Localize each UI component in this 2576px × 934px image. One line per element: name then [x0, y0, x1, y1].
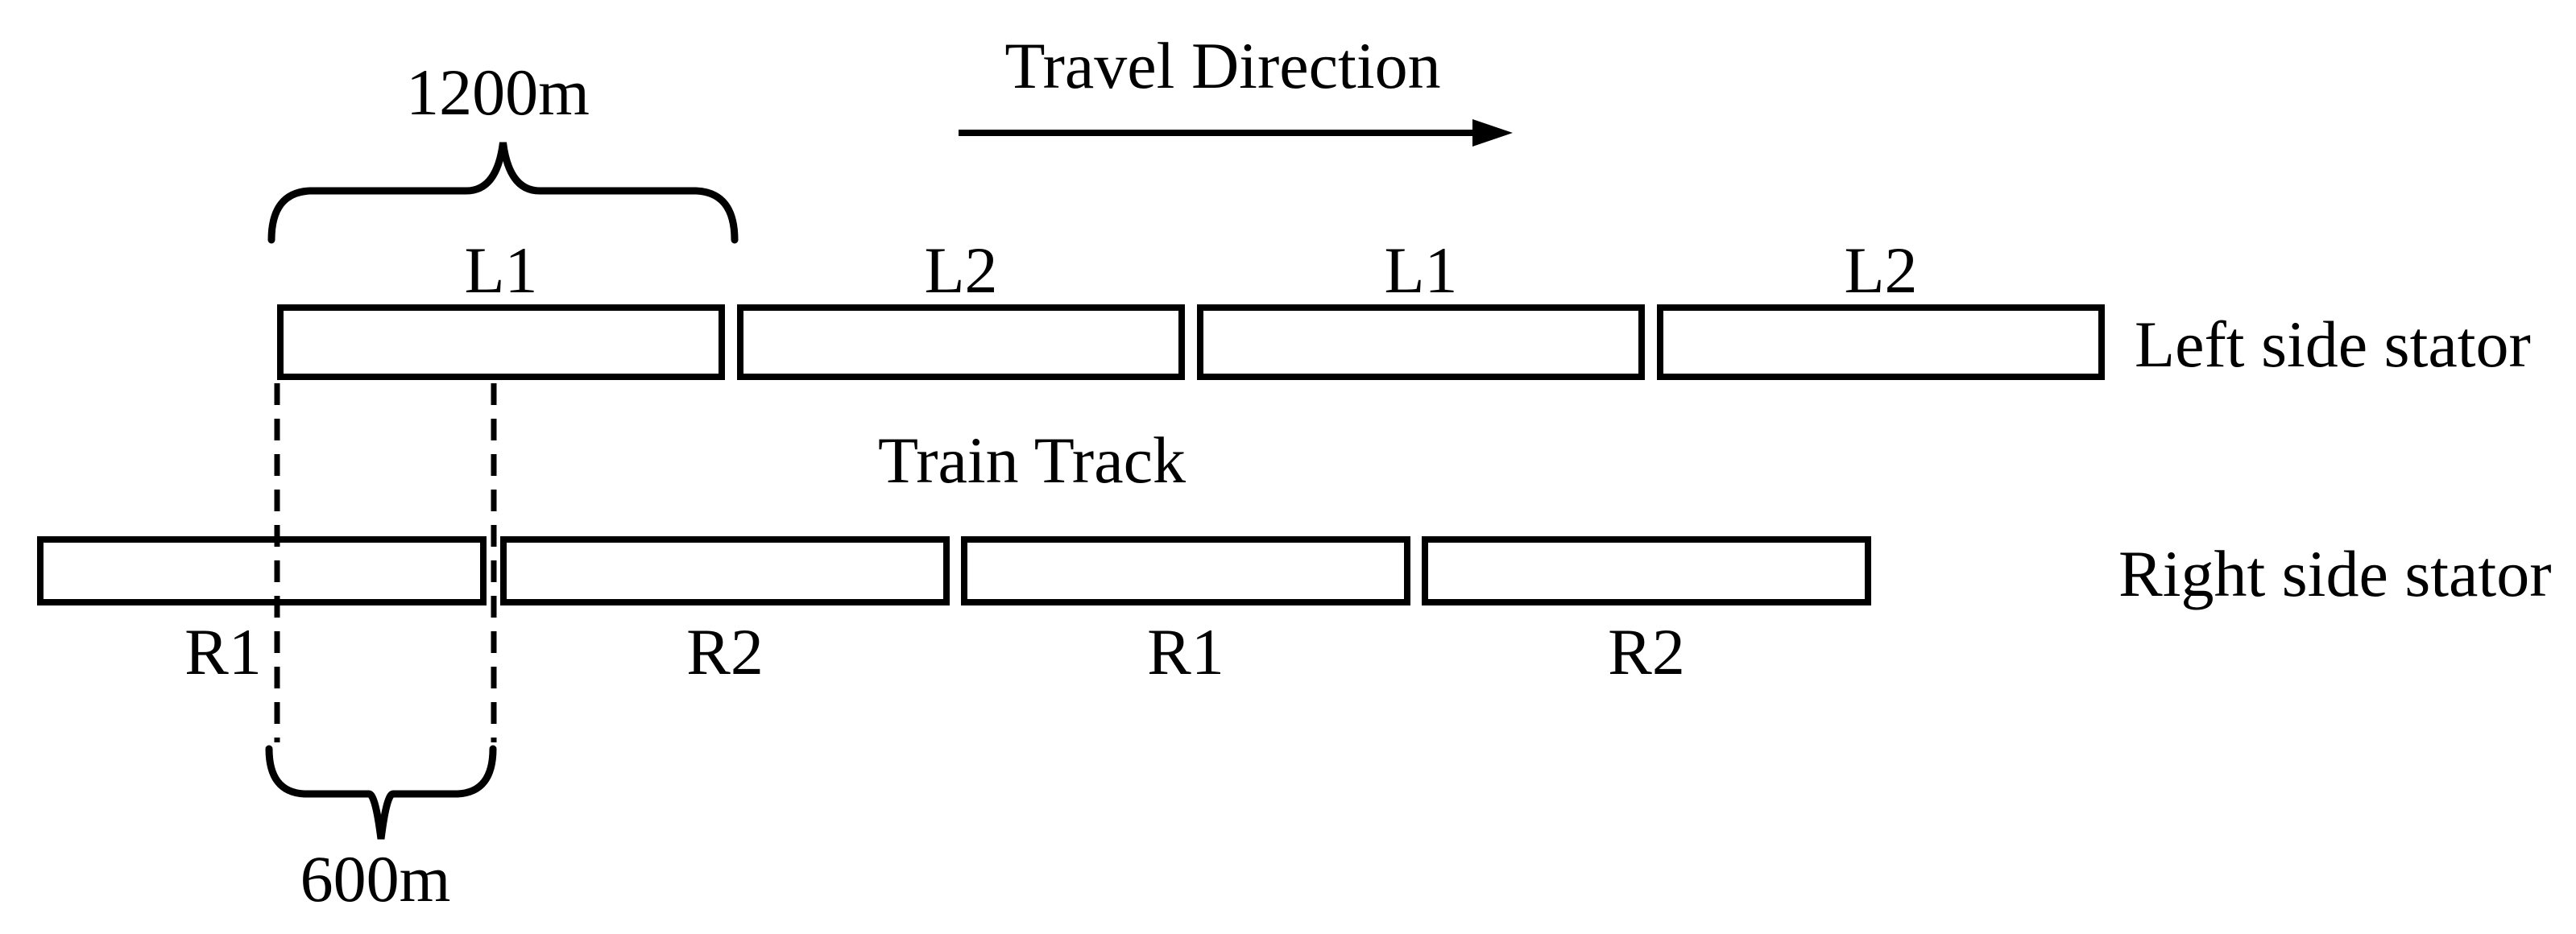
right-stator-segment: R1	[961, 536, 1410, 685]
right-stator-caption: Right side stator	[2118, 537, 2552, 610]
left-stator-segment: L2	[1657, 238, 2105, 380]
brace-600m	[265, 745, 497, 840]
segment-label: L1	[1384, 234, 1458, 307]
segment-label: L1	[464, 234, 538, 307]
segment-label: L2	[924, 234, 998, 307]
right-stator-segment: R2	[500, 536, 950, 685]
right-stator-segment: R1	[37, 536, 487, 685]
travel-direction-label: Travel Direction	[1004, 29, 1441, 102]
left-stator-caption: Left side stator	[2135, 308, 2531, 381]
travel-direction-arrowhead-icon	[1472, 119, 1513, 147]
left-stator-segment: L1	[1197, 238, 1645, 380]
left-stator-segment: L2	[737, 238, 1185, 380]
segment-label: R1	[184, 615, 262, 688]
segment-label: L2	[1844, 234, 1918, 307]
segment-length-label: 1200m	[406, 56, 590, 129]
segment-label: R1	[1147, 615, 1224, 688]
right-stator-segment: R2	[1422, 536, 1871, 685]
segment-label: R2	[1608, 615, 1685, 688]
offset-length-label: 600m	[300, 842, 451, 915]
train-track-label: Train Track	[877, 424, 1187, 497]
left-stator-segment: L1	[277, 238, 725, 380]
brace-1200m	[267, 142, 739, 244]
segment-label: R2	[686, 615, 764, 688]
